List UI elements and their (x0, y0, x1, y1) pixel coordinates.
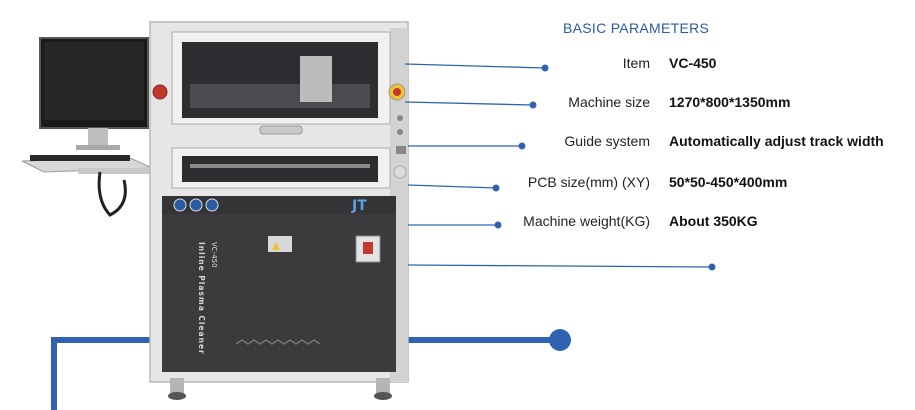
status-light-icon (205, 198, 219, 212)
parameters-title: BASIC PARAMETERS (563, 20, 710, 36)
machine-logo: JT (351, 198, 367, 214)
param-row-item: Item (428, 53, 650, 73)
param-label: Machine size (568, 94, 650, 110)
param-label: Guide system (564, 133, 650, 149)
monitor (39, 37, 149, 150)
param-row-machine-weight: Machine weight(KG) (428, 211, 650, 231)
param-value: Automatically adjust track width (669, 133, 884, 149)
frame-accent-dot (549, 329, 571, 351)
param-value-item: VC-450 (669, 53, 909, 73)
param-value: 1270*800*1350mm (669, 94, 791, 110)
param-value-machine-weight: About 350KG (669, 211, 909, 231)
machine-model-label: VC-450 (210, 242, 218, 268)
param-value-pcb-size: 50*50-450*400mm (669, 172, 909, 192)
param-value: VC-450 (669, 55, 717, 71)
keyboard-tray (21, 155, 156, 217)
param-label: Item (622, 55, 650, 71)
param-value-machine-size: 1270*800*1350mm (669, 92, 909, 112)
param-value-guide-system: Automatically adjust track width (669, 131, 913, 151)
param-label: Machine weight(KG) (523, 213, 650, 229)
param-label: PCB size(mm) (XY) (527, 174, 650, 190)
emergency-stop-icon (189, 198, 203, 212)
machine-body: JT Inline Plasma Cleaner VC-450 (149, 21, 409, 400)
param-value: About 350KG (669, 213, 758, 229)
parameter-connectors (404, 63, 716, 271)
param-row-guide-system: Guide system (428, 131, 650, 151)
param-value: 50*50-450*400mm (669, 174, 788, 190)
param-row-machine-size: Machine size (428, 92, 650, 112)
machine-panel-label: Inline Plasma Cleaner (197, 242, 206, 355)
power-button-icon (173, 198, 187, 212)
param-row-pcb-size: PCB size(mm) (XY) (428, 172, 650, 192)
